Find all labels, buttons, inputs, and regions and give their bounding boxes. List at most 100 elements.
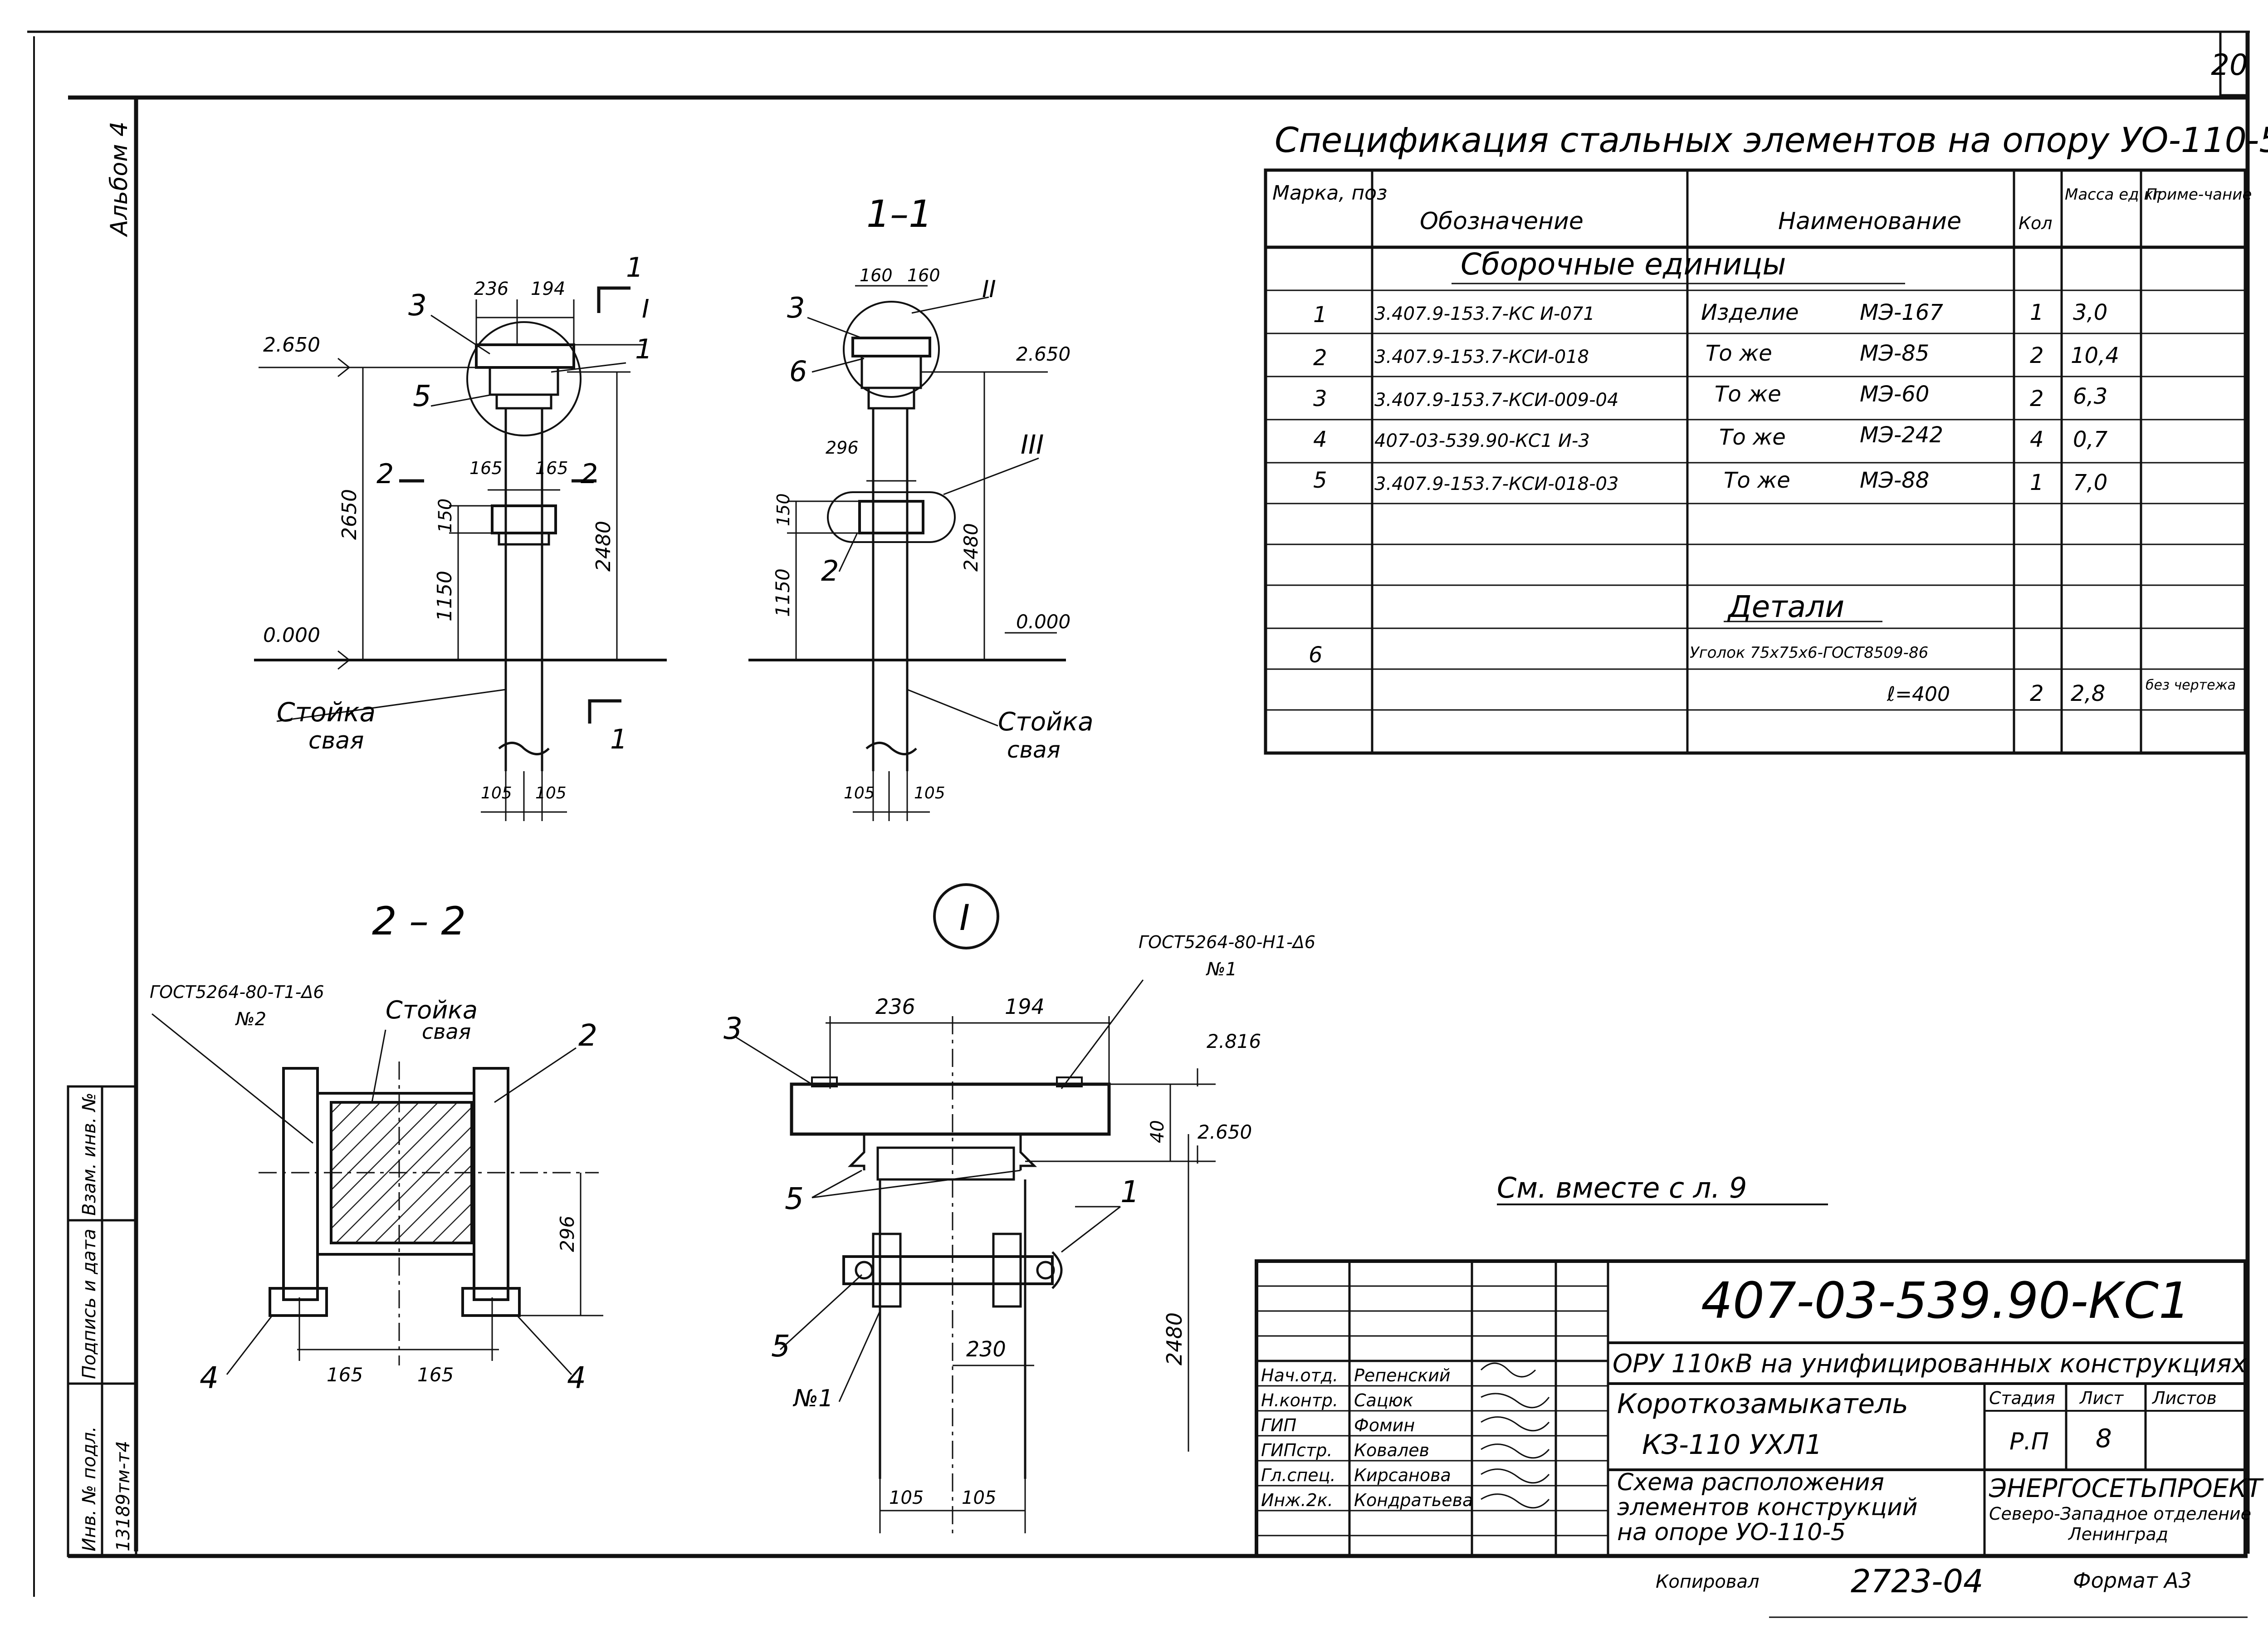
section11-elev-bottom: 0.000 (1016, 611, 1070, 633)
spec-header-designation: Обозначение (1420, 208, 1584, 235)
nodeI-mark-n1: №1 (792, 1385, 833, 1412)
spec-row6-note: без чертежа (2146, 677, 2236, 693)
main-dim-105a: 105 (481, 784, 512, 802)
spec-row2-name: То же (1706, 341, 1772, 366)
title-roles: Нач.отд. Репенский Н.контр. Сацюк ГИП Фо… (1261, 1365, 1473, 1510)
main-cut-1-bottom: 1 (610, 724, 627, 755)
spec-title: Спецификация стальных элементов на опору… (1275, 120, 2268, 160)
main-cut-1-top: 1 (626, 252, 643, 284)
role-5-name: Кирсанова (1354, 1465, 1451, 1485)
section11-dim-2480: 2480 (960, 523, 982, 572)
title-sheet-line3: на опоре УО-110-5 (1617, 1519, 1846, 1546)
role-3: ГИП (1261, 1415, 1296, 1435)
main-elev-bottom: 0.000 (263, 624, 320, 647)
main-cut-2-right: 2 (581, 458, 598, 490)
album-label: Альбом 4 (106, 122, 133, 237)
role-1-name: Репенский (1354, 1365, 1451, 1385)
nodeI-dim-40: 40 (1147, 1120, 1168, 1143)
section11-label-pile2: свая (1007, 737, 1061, 763)
spec-row2-code: МЭ-85 (1860, 341, 1929, 366)
spec-row1-qty: 1 (2030, 300, 2044, 325)
spec-row2-designation: 3.407.9-153.7-КСИ-018 (1374, 347, 1589, 367)
spec-row5-name: То же (1724, 468, 1790, 493)
section11-dim-160a: 160 (860, 265, 893, 285)
main-node-I: I (642, 294, 650, 324)
section22-label-pile2: свая (422, 1019, 471, 1044)
spec-header-mass: Масса ед кг (2065, 186, 2162, 204)
role-6: Инж.2к. (1261, 1490, 1333, 1510)
section22-dim-165b: 165 (417, 1364, 454, 1386)
side-stamp (67, 1085, 137, 1557)
nodeI-mark-3: 3 (723, 1011, 743, 1046)
main-mark-3: 3 (408, 289, 427, 323)
section11-mark-2: 2 (821, 554, 839, 587)
spec-header-mark: Марка, поз (1272, 181, 1387, 205)
spec-row5-designation: 3.407.9-153.7-КСИ-018-03 (1374, 474, 1618, 494)
side-stamp-inv-repl: Взам. инв. № (79, 1092, 100, 1216)
main-dim-1150: 1150 (433, 571, 456, 621)
role-4-name: Ковалев (1354, 1440, 1429, 1460)
spec-section-assemblies: Сборочные единицы (1461, 247, 1786, 282)
see-also-note: См. вместе с л. 9 (1497, 1171, 1747, 1204)
role-1: Нач.отд. (1261, 1365, 1338, 1385)
spec-row3-mass: 6,3 (2073, 384, 2107, 409)
spec-section-details: Детали (1727, 589, 1844, 624)
main-dim-236: 236 (474, 279, 508, 299)
spec-row3-mark: 3 (1313, 386, 1327, 411)
nodeI-weld-n: №1 (1206, 959, 1237, 980)
nodeI-elev-2816: 2.816 (1207, 1030, 1261, 1052)
title-org-line2: Северо-Западное отделение (1989, 1504, 2251, 1524)
main-dim-2650: 2650 (338, 489, 361, 540)
section11-node-II: II (982, 276, 996, 303)
nodeI-title: I (959, 898, 970, 939)
main-label-pile2: свая (308, 727, 364, 754)
spec-header-qty: Кол (2019, 213, 2053, 233)
spec-row5-mark: 5 (1313, 468, 1327, 493)
role-2: Н.контр. (1261, 1390, 1338, 1410)
nodeI-dim-236: 236 (875, 994, 915, 1019)
title-org-line3: Ленинград (2068, 1524, 2168, 1544)
section11-node-III: III (1021, 429, 1044, 460)
title-object-line1: Короткозамыкатель (1617, 1388, 1908, 1420)
spec-row6-mark: 6 (1309, 642, 1323, 668)
section11-title: 1–1 (866, 193, 932, 236)
title-project: ОРУ 110кВ на унифицированных конструкция… (1613, 1349, 2247, 1379)
spec-table-grid (1264, 168, 2247, 755)
title-sheet-label: Лист (2079, 1388, 2124, 1408)
inventory-number: 2723-04 (1851, 1563, 1983, 1600)
section11-mark-6: 6 (789, 355, 807, 388)
spec-row2-mark: 2 (1313, 345, 1327, 371)
section22-mark-4a: 4 (200, 1360, 219, 1395)
role-3-name: Фомин (1354, 1415, 1415, 1435)
spec-row3-code: МЭ-60 (1860, 382, 1929, 407)
side-stamp-sign-date: Подпись и дата (79, 1229, 100, 1379)
spec-row4-mass: 0,7 (2073, 427, 2108, 452)
spec-row1-name: Изделие (1701, 300, 1799, 325)
main-dim-165a: 165 (469, 458, 503, 478)
section11-dim-1150: 1150 (772, 568, 794, 617)
spec-row6-mass: 2,8 (2071, 681, 2105, 706)
spec-row5-qty: 1 (2030, 470, 2044, 495)
title-sheet-line1: Схема расположения (1617, 1469, 1884, 1496)
main-label-pile: Стойка (277, 697, 376, 728)
nodeI-dim-194: 194 (1005, 994, 1045, 1019)
nodeI-mark-1: 1 (1120, 1174, 1139, 1209)
spec-row1-code: МЭ-167 (1860, 300, 1943, 325)
spec-row4-qty: 4 (2030, 427, 2044, 452)
spec-row6-name: Уголок 75х75х6-ГОСТ8509-86 (1690, 644, 1928, 662)
main-mark-1: 1 (635, 333, 652, 365)
section11-mark-3: 3 (787, 291, 805, 324)
role-5: Гл.спец. (1261, 1465, 1336, 1485)
nodeI-dim-2480: 2480 (1162, 1312, 1187, 1365)
spec-row2-mass: 10,4 (2071, 343, 2119, 368)
section11-dim-150: 150 (773, 493, 793, 526)
title-org-line1: ЭНЕРГОСЕТЬПРОЕКТ (1989, 1474, 2264, 1503)
section11-elev-top: 2.650 (1016, 343, 1070, 365)
main-cut-2-left: 2 (376, 458, 394, 490)
spec-row6-qty: 2 (2030, 681, 2044, 706)
spec-row5-code: МЭ-88 (1860, 468, 1929, 493)
title-sheet: 8 (2096, 1424, 2112, 1453)
spec-row2-qty: 2 (2030, 343, 2044, 368)
nodeI-dim-230: 230 (966, 1337, 1006, 1361)
